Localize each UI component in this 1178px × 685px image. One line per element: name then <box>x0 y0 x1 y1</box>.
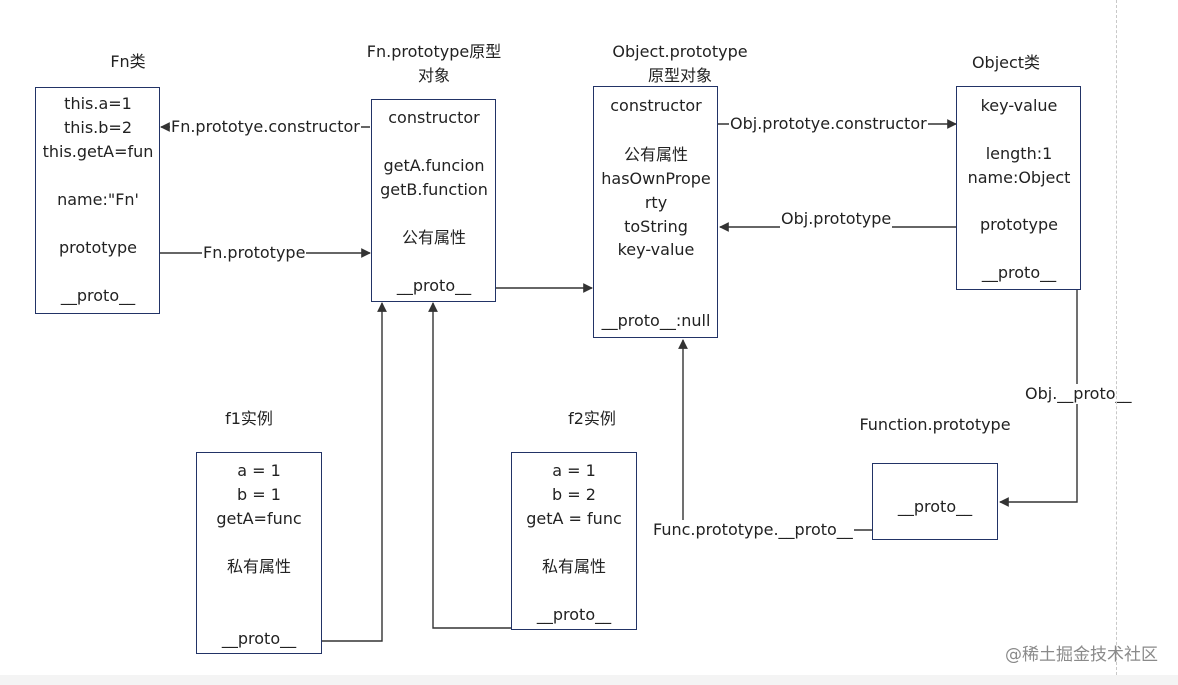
box-object-prototype-line: rty <box>644 193 668 212</box>
box-function-prototype-line: __proto__ <box>897 497 973 516</box>
box-f1-line: a = 1 <box>237 461 281 480</box>
label-obj-constructor: Obj.prototye.constructor <box>729 114 928 134</box>
box-f1-instance: a = 1 b = 1 getA=func 私有属性 __proto__ <box>196 452 322 654</box>
label-fn-prototype: Fn.prototype <box>202 243 307 263</box>
box-function-prototype: __proto__ <box>872 463 998 540</box>
box-fn-class-line: name:"Fn' <box>57 190 139 209</box>
box-object-class-line: length:1 <box>985 144 1053 163</box>
box-f2-line: __proto__ <box>536 605 612 624</box>
box-f1-line: 私有属性 <box>226 557 292 576</box>
title-object-prototype-1: Object.prototype <box>612 42 748 61</box>
box-fn-class: this.a=1 this.b=2 this.getA=fun name:"Fn… <box>35 87 160 314</box>
box-object-prototype-line: hasOwnPrope <box>601 169 711 188</box>
box-f2-line: 私有属性 <box>541 557 607 576</box>
box-object-class-line: name:Object <box>967 168 1071 187</box>
label-obj-proto: Obj.__proto__ <box>1024 384 1133 404</box>
edge-funcproto-proto <box>678 339 872 531</box>
box-fn-prototype-line: __proto__ <box>396 276 472 295</box>
box-object-prototype-line: 公有属性 <box>623 145 689 164</box>
box-fn-class-line: this.a=1 <box>64 94 132 113</box>
box-f2-line: a = 1 <box>552 461 596 480</box>
watermark: @稀土掘金技术社区 <box>1005 645 1158 665</box>
title-fn-prototype-2: 对象 <box>417 66 451 85</box>
vertical-dashed-guide <box>1116 0 1117 675</box>
box-object-class-line: key-value <box>980 96 1058 115</box>
box-object-prototype-line: constructor <box>610 96 702 115</box>
box-f2-instance: a = 1 b = 2 getA = func 私有属性 __proto__ <box>511 452 637 630</box>
box-object-prototype-line: toString <box>624 217 688 236</box>
box-object-prototype-line: __proto__:null <box>601 311 711 330</box>
label-func-proto-proto: Func.prototype.__proto__ <box>652 520 854 540</box>
box-fn-class-line: this.b=2 <box>63 118 133 137</box>
box-fn-prototype-line: getA.funcion <box>383 156 485 175</box>
title-object-class: Object类 <box>971 53 1041 72</box>
label-fn-constructor: Fn.prototye.constructor <box>170 117 361 137</box>
box-object-prototype-line: key-value <box>617 240 695 259</box>
title-f2-instance: f2实例 <box>568 409 616 428</box>
box-f1-line: getA=func <box>216 509 302 528</box>
box-f2-line: getA = func <box>526 509 622 528</box>
label-obj-prototype: Obj.prototype <box>780 209 893 229</box>
title-object-prototype-2: 原型对象 <box>647 66 713 85</box>
title-fn-class: Fn类 <box>110 52 146 71</box>
box-object-class: key-value length:1 name:Object prototype… <box>956 86 1081 290</box>
box-object-prototype: constructor 公有属性 hasOwnPrope rty toStrin… <box>593 86 718 338</box>
title-f1-instance: f1实例 <box>225 409 273 428</box>
edge-f1-proto <box>322 302 387 642</box>
box-f1-line: b = 1 <box>237 485 281 504</box>
box-fn-class-line: __proto__ <box>60 286 136 305</box>
box-fn-prototype-line: getB.function <box>380 180 488 199</box>
title-fn-prototype-1: Fn.prototype原型 <box>366 42 502 61</box>
footer-bar <box>0 675 1178 685</box>
edge-objclass-proto <box>999 290 1078 507</box>
box-fn-class-line: prototype <box>59 238 137 257</box>
box-fn-prototype: constructor getA.funcion getB.function 公… <box>371 99 496 302</box>
box-object-class-line: prototype <box>980 215 1058 234</box>
box-f2-line: b = 2 <box>552 485 596 504</box>
title-function-prototype: Function.prototype <box>859 415 1011 434</box>
box-object-class-line: __proto__ <box>981 263 1057 282</box>
box-f1-line: __proto__ <box>221 629 297 648</box>
box-fn-prototype-line: 公有属性 <box>401 228 467 247</box>
box-fn-prototype-line: constructor <box>388 108 480 127</box>
box-fn-class-line: this.getA=fun <box>42 142 154 161</box>
edge-f2-proto <box>428 302 512 629</box>
